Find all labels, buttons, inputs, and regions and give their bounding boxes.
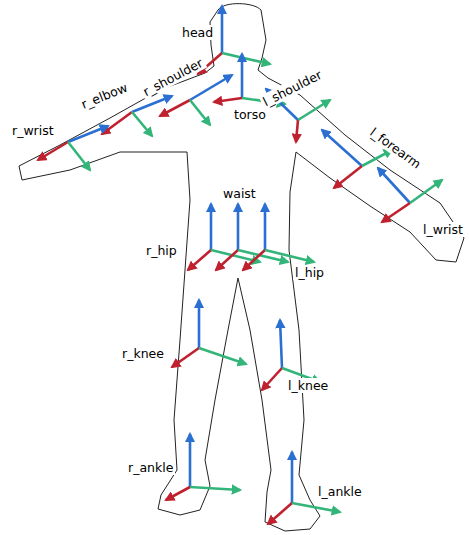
z-axis — [241, 54, 244, 98]
z-axis — [190, 75, 232, 100]
z-axis — [221, 6, 224, 53]
joint-label: l_hip — [293, 265, 326, 280]
joint-label: l_wrist — [421, 222, 465, 237]
y-axis — [222, 53, 270, 64]
x-axis — [243, 250, 265, 270]
joint-label: l_ankle — [316, 484, 364, 499]
x-axis — [296, 120, 298, 142]
joint-label: l_shoulder — [259, 66, 326, 110]
joint-frames — [38, 6, 442, 524]
y-axis — [199, 348, 246, 364]
x-axis — [102, 112, 132, 134]
z-axis — [210, 204, 213, 250]
z-axis — [189, 434, 192, 487]
y-axis — [132, 112, 152, 136]
x-axis — [188, 250, 211, 270]
joint-label: head — [180, 25, 215, 40]
y-axis — [298, 100, 330, 120]
z-axis — [264, 204, 267, 250]
x-axis — [38, 142, 68, 160]
joint-label: r_hip — [144, 243, 179, 258]
z-axis — [280, 320, 282, 368]
z-axis — [322, 130, 362, 166]
joint-label: r_shoulder — [138, 54, 207, 100]
z-axis — [132, 96, 172, 112]
y-axis — [190, 100, 210, 125]
joint-label: waist — [221, 186, 258, 201]
joint-label: l_knee — [286, 378, 330, 393]
z-axis — [378, 168, 410, 203]
y-axis — [292, 503, 340, 512]
x-axis — [382, 203, 410, 222]
x-axis — [262, 368, 282, 390]
y-axis — [410, 180, 442, 203]
z-axis — [291, 452, 294, 503]
x-axis — [172, 348, 199, 367]
z-axis — [198, 300, 201, 348]
x-axis — [268, 503, 292, 524]
joint-label: r_ankle — [126, 460, 175, 475]
y-axis — [362, 150, 392, 166]
z-axis — [68, 126, 108, 142]
joint-label: torso — [232, 107, 268, 122]
x-axis — [166, 487, 190, 500]
body-outline — [19, 4, 464, 531]
x-axis — [160, 100, 190, 116]
x-axis — [216, 250, 238, 270]
joint-label: r_knee — [120, 346, 166, 361]
joint-label: r_elbow — [77, 79, 131, 113]
joint-label: l_forearm — [366, 123, 426, 172]
joint-label: r_wrist — [10, 123, 56, 138]
y-axis — [190, 487, 240, 490]
y-axis — [265, 250, 314, 262]
x-axis — [214, 98, 242, 102]
y-axis — [68, 142, 90, 170]
x-axis — [334, 166, 362, 188]
z-axis — [237, 204, 240, 250]
